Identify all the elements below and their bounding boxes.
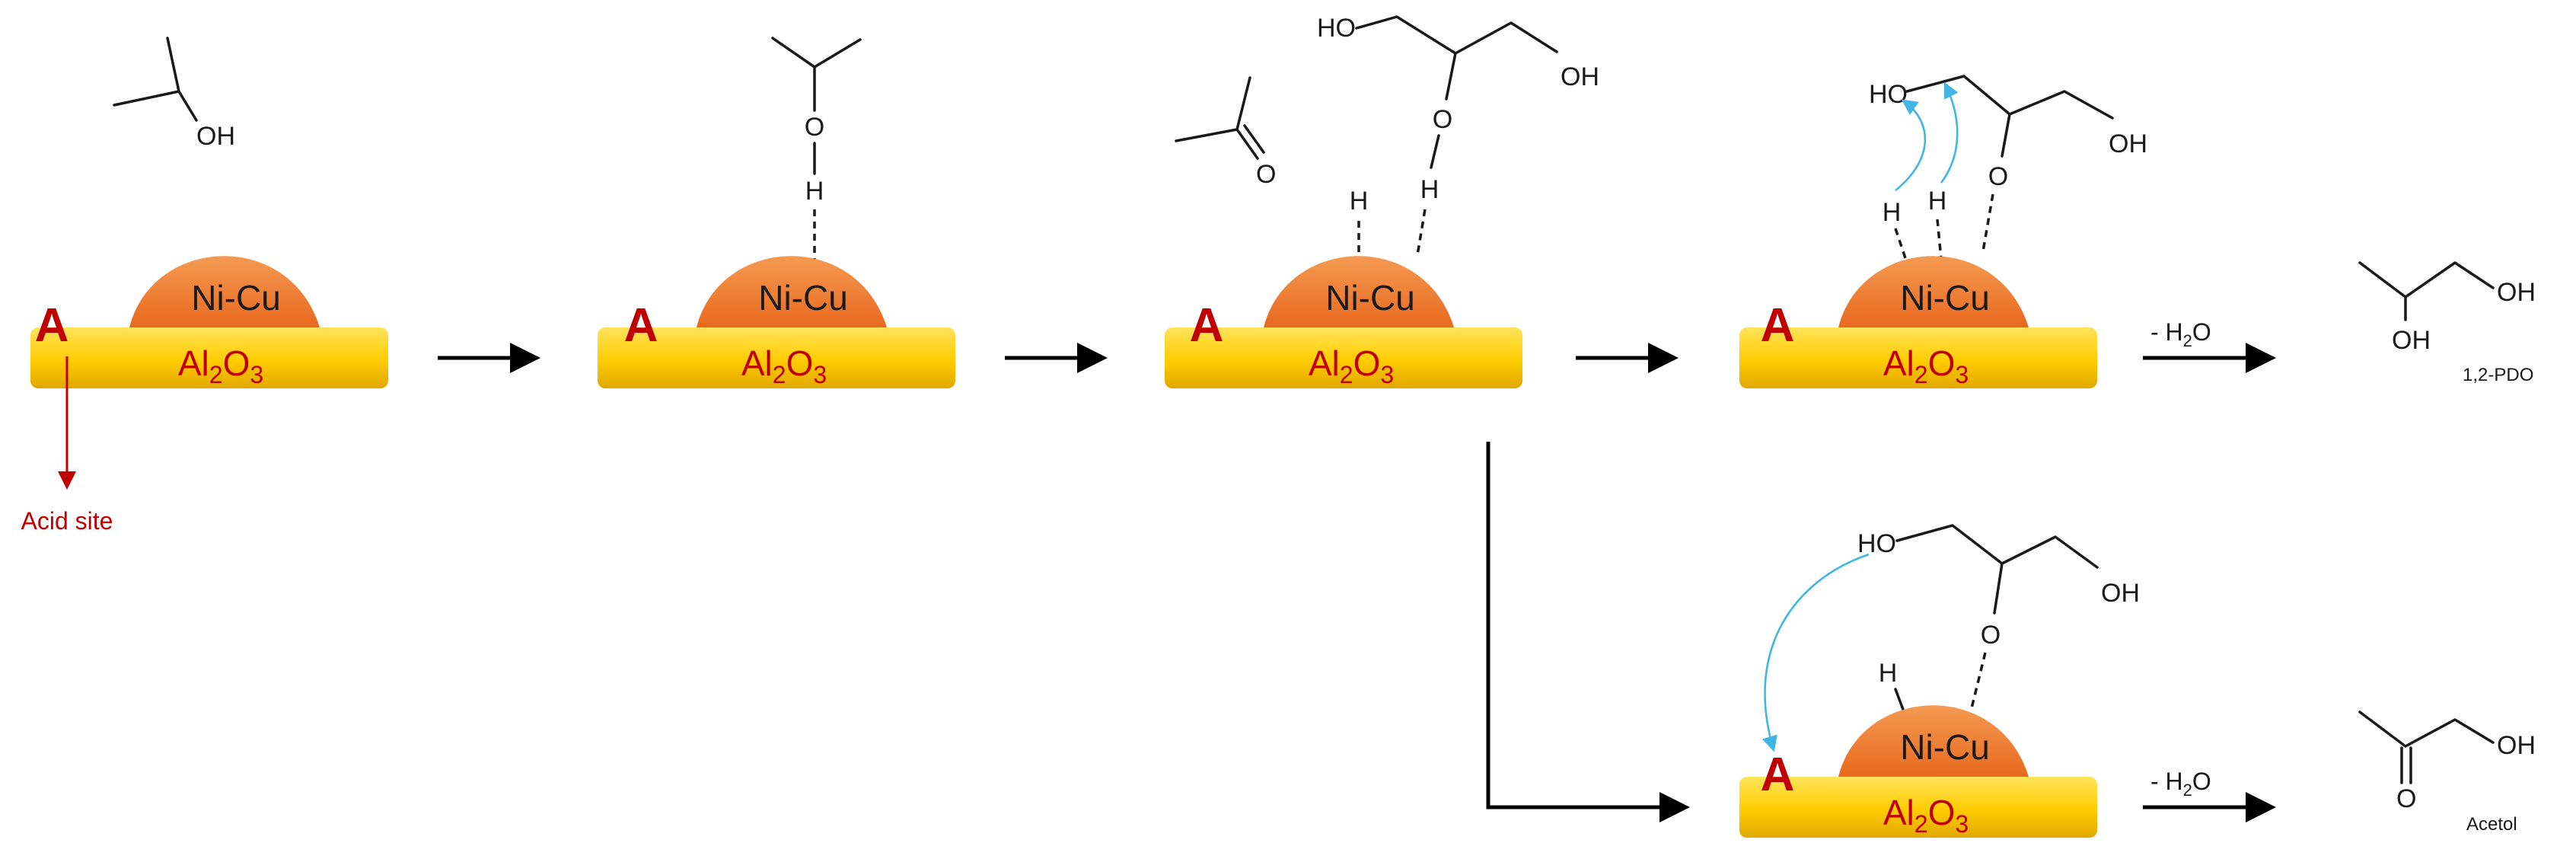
acid-site-marker: A bbox=[624, 299, 658, 352]
support-label: Al2O3 bbox=[178, 343, 263, 388]
catalyst-particle: Ni-Cu Al2O3 A bbox=[30, 256, 388, 388]
hydroxyl-label-right: OH bbox=[1561, 62, 1599, 91]
acetone-molecule: O bbox=[1175, 76, 1276, 189]
hydrogen-label: H bbox=[805, 177, 824, 206]
adsorbed-isopropanol: O H bbox=[771, 37, 862, 259]
carbonyl-oxygen-label: O bbox=[1256, 160, 1276, 189]
hydroxyl-label: OH bbox=[2497, 278, 2536, 307]
adsorbed-hydrogen-label-1: H bbox=[1883, 198, 1902, 227]
acid-site-marker: A bbox=[1761, 749, 1795, 801]
hydrogen-label: H bbox=[1420, 175, 1439, 204]
acid-site-marker: A bbox=[1761, 299, 1795, 352]
product-1-2-pdo: OH OH 1,2-PDO bbox=[2358, 261, 2536, 385]
metal-label: Ni-Cu bbox=[1900, 278, 1990, 318]
acid-site-label: Acid site bbox=[21, 507, 113, 535]
adsorbed-glycerol: HO OH O bbox=[1857, 524, 2140, 709]
oxygen-label: O bbox=[1981, 621, 2001, 650]
hydroxyl-label-right: OH bbox=[2109, 129, 2147, 158]
oxygen-label: O bbox=[805, 113, 824, 142]
hydroxyl-label: OH bbox=[2497, 731, 2536, 760]
adsorbed-hydrogen-label-2: H bbox=[1928, 187, 1947, 216]
support-label: Al2O3 bbox=[1309, 343, 1394, 388]
catalyst-particle: Ni-Cu Al2O3 A bbox=[1165, 256, 1522, 388]
support-label: Al2O3 bbox=[1883, 793, 1969, 838]
support-label: Al2O3 bbox=[1883, 343, 1969, 388]
metal-label: Ni-Cu bbox=[191, 278, 281, 318]
stage-5-dehydration: HO OH O H Ni-Cu Al2O3 A bbox=[1739, 524, 2140, 838]
dehydration-label-lower: - H2O bbox=[2150, 768, 2211, 800]
hydroxyl-label-left: HO bbox=[1869, 80, 1908, 109]
hydroxyl-label-2: OH bbox=[2392, 326, 2431, 355]
stage-1: OH Ni-Cu Al2O3 A Acid site bbox=[21, 37, 388, 535]
stage-3: O HO OH O H H Ni-Cu Al2O3 A bbox=[1165, 14, 1599, 388]
hydroxyl-label-left: HO bbox=[1857, 529, 1896, 558]
acid-site-marker: A bbox=[35, 299, 69, 352]
support-label: Al2O3 bbox=[741, 343, 827, 388]
oxygen-label: O bbox=[1988, 162, 2008, 191]
hydroxyl-label-right: OH bbox=[2101, 579, 2140, 608]
electron-arrow-1 bbox=[1895, 99, 1927, 192]
catalyst-particle: Ni-Cu Al2O3 A bbox=[1739, 256, 2097, 388]
metal-label: Ni-Cu bbox=[758, 278, 848, 318]
hydroxyl-label-left: HO bbox=[1317, 14, 1356, 43]
glycerol-molecule: HO OH O H bbox=[1317, 14, 1599, 256]
adsorbed-hydrogen-label: H bbox=[1350, 187, 1369, 216]
dehydration-label-upper: - H2O bbox=[2150, 318, 2211, 350]
metal-label: Ni-Cu bbox=[1325, 278, 1415, 318]
hydroxyl-label: OH bbox=[196, 122, 235, 151]
isopropanol-molecule: OH bbox=[113, 37, 235, 151]
branch-arrow bbox=[1486, 442, 1690, 822]
adsorbed-glycerol: HO OH O bbox=[1869, 75, 2147, 252]
electron-arrow-2 bbox=[1940, 81, 1959, 184]
stage-2: O H Ni-Cu Al2O3 A bbox=[598, 37, 955, 388]
adsorbed-hydrogen-label: H bbox=[1879, 659, 1898, 688]
product-label-pdo: 1,2-PDO bbox=[2463, 365, 2533, 385]
acid-site-marker: A bbox=[1190, 299, 1224, 352]
oxygen-label: O bbox=[1433, 105, 1452, 134]
catalyst-particle: Ni-Cu Al2O3 A bbox=[1739, 705, 2097, 838]
stage-4-hydrogenolysis: HO OH O H H Ni-Cu Al2O3 A bbox=[1739, 75, 2147, 388]
electron-arrow-3 bbox=[1761, 553, 1870, 752]
carbonyl-oxygen-label: O bbox=[2396, 784, 2416, 813]
product-label-acetol: Acetol bbox=[2466, 814, 2517, 835]
metal-label: Ni-Cu bbox=[1900, 727, 1990, 767]
catalyst-particle: Ni-Cu Al2O3 A bbox=[598, 256, 955, 388]
product-acetol: OH O Acetol bbox=[2358, 711, 2536, 835]
